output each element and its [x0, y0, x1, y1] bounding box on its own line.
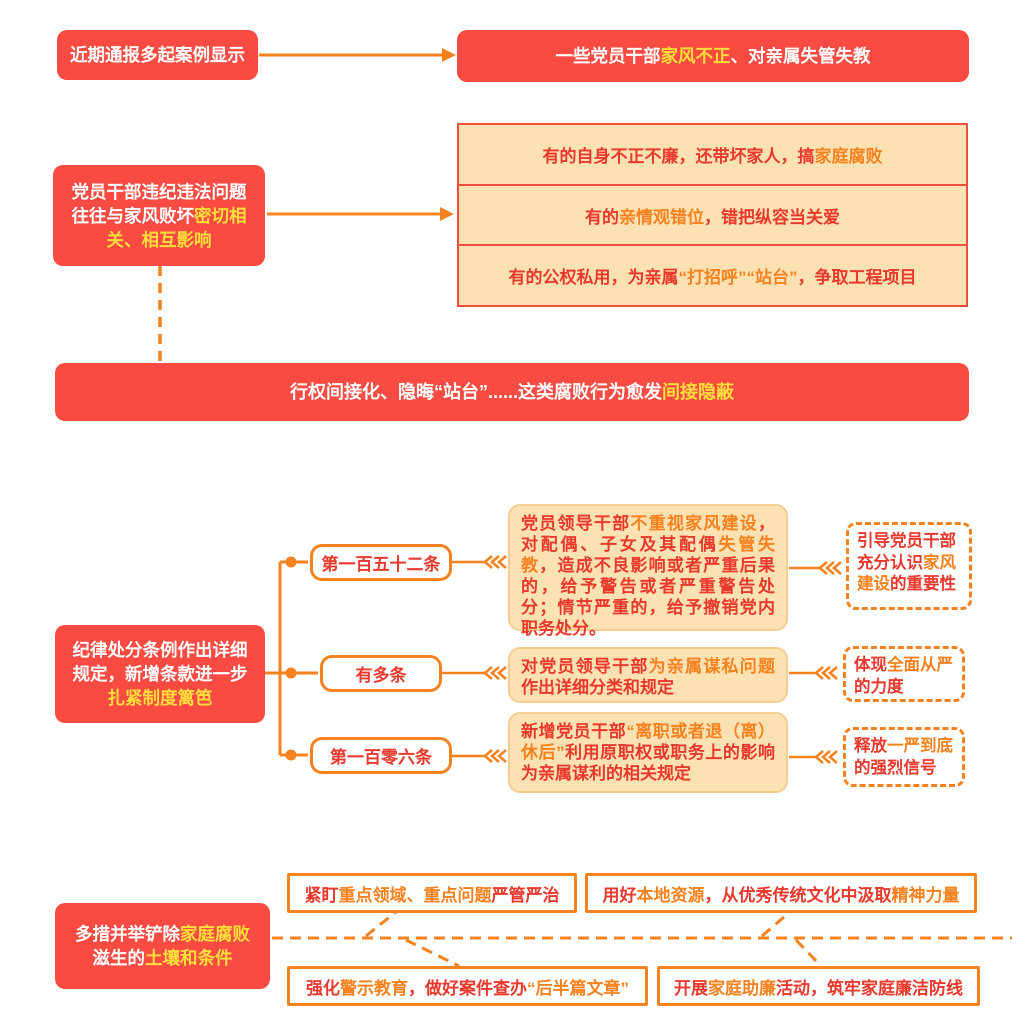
banner: 行权间接化、隐晦“站台”......这类腐败行为愈发间接隐蔽	[55, 363, 969, 421]
measures-box: 多措并举铲除家庭腐败滋生的土壤和条件	[55, 903, 270, 989]
note-arrow-3	[789, 750, 838, 764]
problem-arrow	[267, 207, 454, 221]
branch-label-152: 第一百五十二条	[310, 544, 452, 581]
regulation-bracket	[265, 556, 318, 761]
intro-source-box: 近期通报多起案例显示	[57, 30, 258, 80]
measures-item-1: 紧盯重点领域、重点问题严管严治	[287, 873, 577, 913]
intro-arrow	[259, 48, 456, 62]
measures-item-4: 开展家庭助廉活动，筑牢家庭廉洁防线	[657, 966, 980, 1006]
branch-arrow-3	[452, 749, 507, 763]
branch-arrow-2	[442, 666, 507, 680]
note-arrow-1	[789, 561, 842, 575]
branch-arrow-1	[452, 555, 507, 569]
example-row-1: 有的自身不正不廉，还带坏家人，搞家庭腐败	[459, 125, 966, 186]
branch-label-106: 第一百零六条	[310, 737, 452, 774]
branch-detail-multi: 对党员领导干部为亲属谋私问题作出详细分类和规定	[508, 647, 788, 703]
branch-note-152: 引导党员干部充分认识家风建设的重要性	[846, 522, 972, 610]
branch-label-multi: 有多条	[320, 655, 442, 692]
branch-detail-106: 新增党员干部“离职或者退（离）休后”利用原职权或职务上的影响为亲属谋利的相关规定	[508, 712, 788, 793]
measures-item-2: 用好本地资源，从优秀传统文化中汲取精神力量	[585, 873, 977, 913]
measures-connectors	[272, 909, 1012, 968]
problem-box: 党员干部违纪违法问题往往与家风败坏密切相关、相互影响	[53, 165, 265, 266]
examples-panel: 有的自身不正不廉，还带坏家人，搞家庭腐败 有的亲情观错位，错把纵容当关爱 有的公…	[457, 123, 968, 307]
example-row-3: 有的公权私用，为亲属“打招呼”“站台”，争取工程项目	[508, 268, 917, 288]
intro-result-box: 一些党员干部家风不正、对亲属失管失教	[457, 30, 969, 82]
branch-detail-152: 党员领导干部不重视家风建设，对配偶、子女及其配偶失管失教，造成不良影响或者严重后…	[508, 504, 788, 638]
example-row-2: 有的亲情观错位，错把纵容当关爱	[459, 186, 966, 247]
branch-note-multi: 体现全面从严的力度	[843, 646, 965, 702]
branch-note-106: 释放一严到底的强烈信号	[843, 727, 965, 787]
measures-item-3: 强化警示教育，做好案件查办“后半篇文章”	[287, 966, 648, 1006]
regulation-box: 纪律处分条例作出详细规定，新增条款进一步扎紧制度篱笆	[55, 625, 265, 723]
note-arrow-2	[789, 666, 838, 680]
